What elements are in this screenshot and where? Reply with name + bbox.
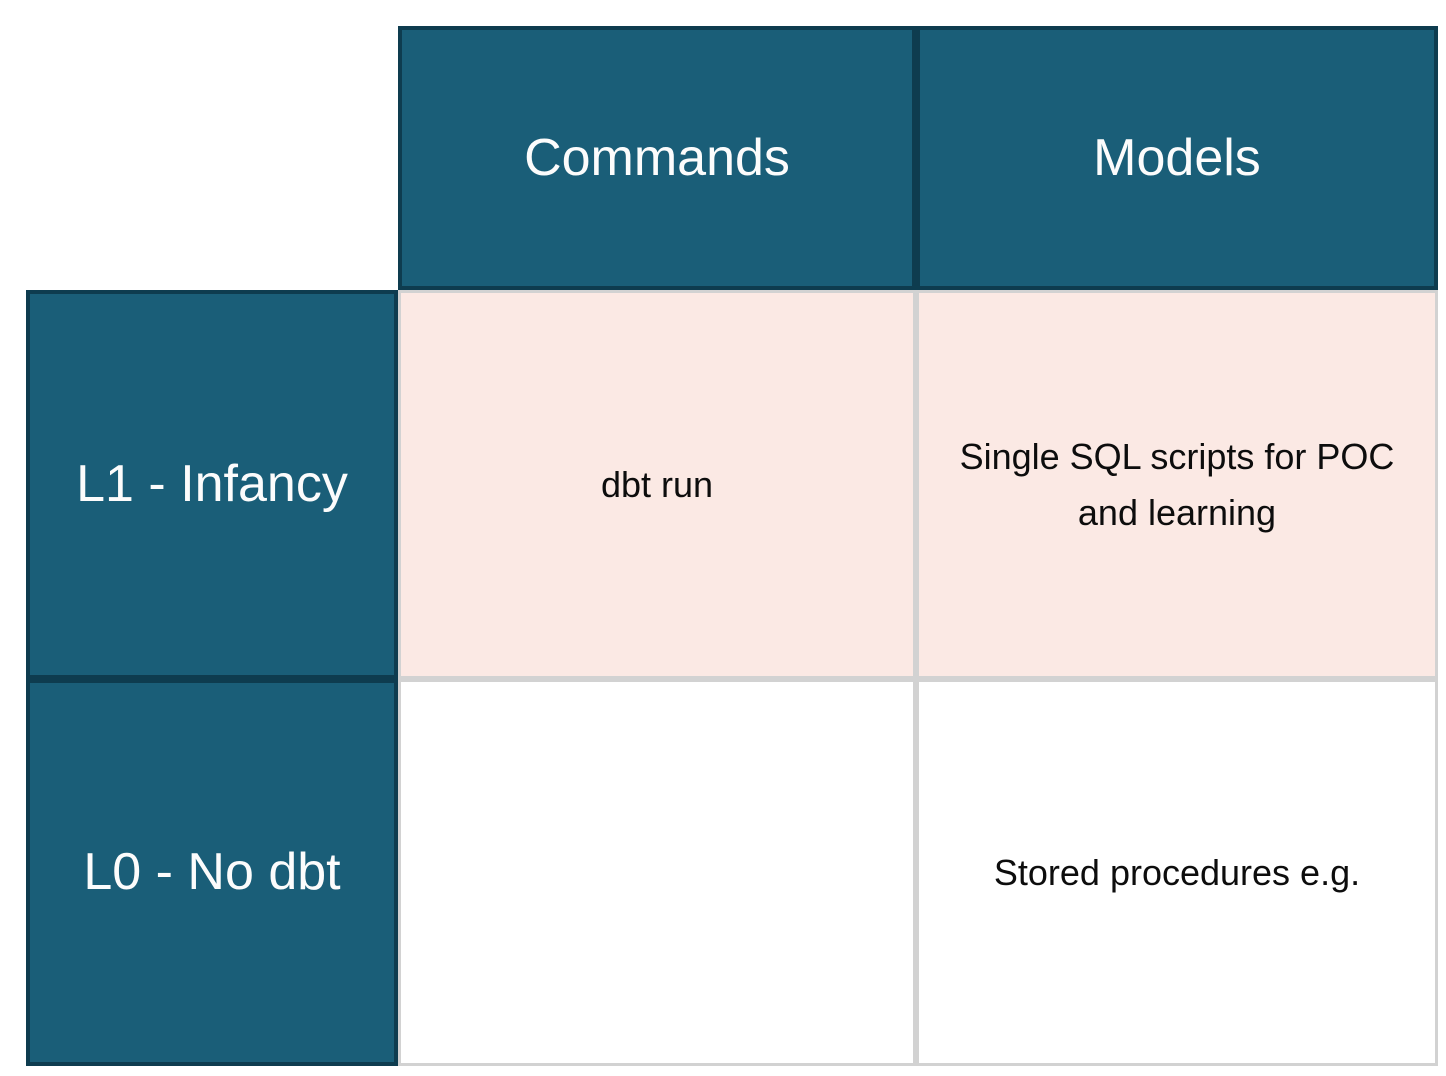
cell-l0-commands bbox=[398, 679, 916, 1066]
column-header-commands: Commands bbox=[398, 26, 916, 290]
row-header-l1-infancy-label: L1 - Infancy bbox=[76, 455, 348, 514]
table-corner-spacer bbox=[26, 26, 398, 290]
cell-l1-commands: dbt run bbox=[398, 290, 916, 679]
column-header-models-label: Models bbox=[1093, 128, 1261, 187]
cell-l1-models: Single SQL scripts for POC and learning bbox=[916, 290, 1438, 679]
cell-l0-models-text: Stored procedures e.g. bbox=[993, 851, 1361, 893]
cell-l1-models-text: Single SQL scripts for POC and learning bbox=[959, 435, 1395, 533]
column-header-models: Models bbox=[916, 26, 1438, 290]
cell-l0-models: Stored procedures e.g. bbox=[916, 679, 1438, 1066]
cell-l1-commands-text: dbt run bbox=[600, 463, 714, 505]
row-header-l0-no-dbt-label: L0 - No dbt bbox=[83, 843, 341, 902]
row-header-l0-no-dbt: L0 - No dbt bbox=[26, 679, 398, 1066]
row-header-l1-infancy: L1 - Infancy bbox=[26, 290, 398, 679]
column-header-commands-label: Commands bbox=[524, 128, 790, 187]
